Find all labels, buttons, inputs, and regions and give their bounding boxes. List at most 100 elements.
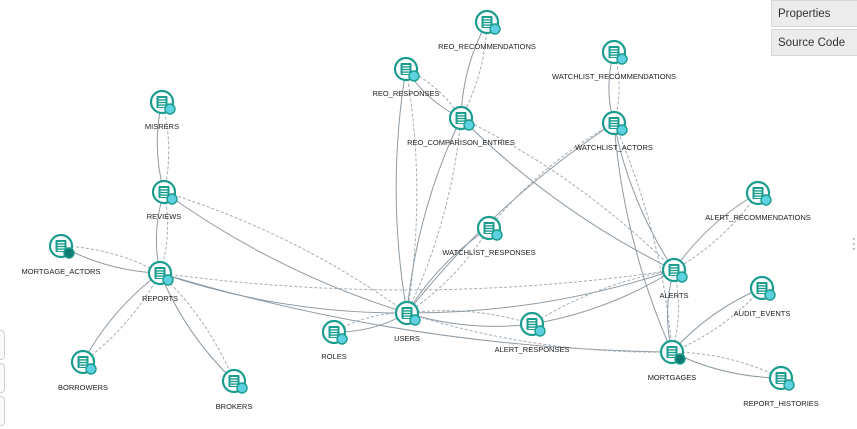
table-node[interactable]: REO_RECOMMENDATIONS [438, 9, 536, 51]
relationship-edge[interactable] [82, 272, 161, 363]
table-node[interactable]: REPORT_HISTORIES [743, 365, 819, 408]
table-node[interactable]: MISRERS [145, 89, 179, 131]
source-code-button[interactable]: Source Code [771, 29, 857, 56]
relationship-edge[interactable] [159, 191, 169, 274]
node-badge-icon [463, 119, 475, 131]
table-node[interactable]: WATCHLIST_RECOMMENDATIONS [552, 39, 676, 81]
node-label: REO_RECOMMENDATIONS [438, 42, 536, 51]
node-label: WATCHLIST_RESPONSES [442, 248, 535, 257]
left-handle[interactable] [0, 396, 5, 426]
node-badge-icon [616, 53, 628, 65]
relationship-edge[interactable] [671, 269, 679, 353]
table-icon [752, 187, 764, 199]
relationship-edge[interactable] [406, 227, 490, 314]
node-label: ALERT_RESPONSES [495, 345, 570, 354]
left-handle[interactable] [0, 363, 5, 393]
node-badge-icon [336, 333, 348, 345]
relationship-edge[interactable] [488, 122, 615, 229]
table-icon [756, 282, 768, 294]
table-icon [55, 240, 67, 252]
relationship-edge[interactable] [156, 101, 165, 193]
node-label: ALERT_RECOMMENDATIONS [705, 213, 811, 222]
relationship-edge[interactable] [395, 68, 408, 314]
table-icon [154, 267, 166, 279]
table-node[interactable]: AUDIT_EVENTS [734, 275, 791, 318]
table-node[interactable]: ROLES [321, 319, 348, 361]
table-node[interactable]: WATCHLIST_ACTORS [575, 110, 653, 152]
table-node[interactable]: REPORTS [142, 260, 178, 303]
node-badge-icon [162, 274, 174, 286]
relationship-edge[interactable] [163, 191, 408, 314]
node-label: AUDIT_EVENTS [734, 309, 791, 318]
relationship-edge[interactable] [159, 272, 235, 382]
relationship-edge[interactable] [613, 122, 673, 353]
node-badge-icon [166, 193, 178, 205]
relationship-edge[interactable] [161, 101, 170, 193]
node-label: REO_RESPONSES [372, 89, 439, 98]
relationship-edge[interactable] [460, 21, 488, 119]
relationship-edge[interactable] [406, 117, 462, 314]
node-badge-icon [760, 194, 772, 206]
table-node[interactable]: BROKERS [216, 368, 253, 411]
relationship-edge[interactable] [163, 191, 408, 314]
relationship-edge[interactable] [613, 122, 675, 271]
relationship-edge[interactable] [671, 351, 782, 379]
node-badge-icon [783, 379, 795, 391]
table-node[interactable]: REO_RESPONSES [372, 56, 440, 98]
table-node[interactable]: ALERT_RECOMMENDATIONS [705, 180, 811, 222]
relationship-edge[interactable] [460, 117, 675, 271]
relationship-edge[interactable] [155, 191, 165, 274]
table-node[interactable]: MORTGAGES [648, 339, 697, 382]
table-icon [483, 222, 495, 234]
table-icon [608, 117, 620, 129]
table-node[interactable]: ALERTS [659, 257, 689, 300]
relationship-edge[interactable] [406, 312, 533, 327]
node-label: BROKERS [216, 402, 253, 411]
table-icon [400, 63, 412, 75]
relationship-edge[interactable] [673, 192, 759, 271]
relationship-edge[interactable] [406, 122, 615, 314]
node-badge-icon [616, 124, 628, 136]
relationship-edge[interactable] [406, 310, 533, 325]
relationship-edge[interactable] [460, 21, 488, 119]
table-icon [77, 356, 89, 368]
table-icon [608, 46, 620, 58]
node-badge-icon [63, 247, 75, 259]
node-label: REPORT_HISTORIES [743, 399, 819, 408]
table-node[interactable]: WATCHLIST_RESPONSES [442, 215, 536, 257]
table-node[interactable]: MORTGAGE_ACTORS [22, 233, 101, 276]
node-label: REO_COMPARISON_ENTRIES [407, 138, 515, 147]
relationship-edge[interactable] [531, 269, 675, 325]
table-node[interactable]: REVIEWS [147, 179, 182, 221]
table-icon [328, 326, 340, 338]
table-node[interactable]: ALERT_RESPONSES [495, 311, 570, 354]
relationship-edge[interactable] [406, 117, 462, 314]
table-node[interactable]: USERS [394, 300, 421, 343]
table-node[interactable]: REO_COMPARISON_ENTRIES [407, 105, 515, 147]
relationship-edge[interactable] [405, 68, 418, 314]
relationship-edge[interactable] [406, 269, 675, 314]
relationship-edge[interactable] [159, 272, 235, 382]
relationship-edge[interactable] [460, 117, 675, 271]
node-label: WATCHLIST_ACTORS [575, 143, 653, 152]
relationship-edge[interactable] [613, 122, 673, 353]
table-icon [401, 307, 413, 319]
node-label: MORTGAGE_ACTORS [22, 267, 101, 276]
relationship-edge[interactable] [406, 227, 490, 314]
relationship-edge[interactable] [159, 269, 675, 291]
table-icon [481, 16, 493, 28]
relationship-edge[interactable] [159, 272, 408, 314]
more-options-icon[interactable]: ··· [852, 231, 856, 255]
node-badge-icon [164, 103, 176, 115]
relationship-edge[interactable] [673, 192, 759, 271]
relationship-edge[interactable] [531, 269, 675, 325]
relationship-edge[interactable] [82, 272, 161, 363]
table-icon [455, 112, 467, 124]
node-badge-icon [676, 271, 688, 283]
properties-button[interactable]: Properties [771, 0, 857, 27]
node-badge-icon [85, 363, 97, 375]
table-node[interactable]: BORROWERS [58, 349, 108, 392]
node-badge-icon [674, 353, 686, 365]
left-handle[interactable] [0, 330, 5, 360]
